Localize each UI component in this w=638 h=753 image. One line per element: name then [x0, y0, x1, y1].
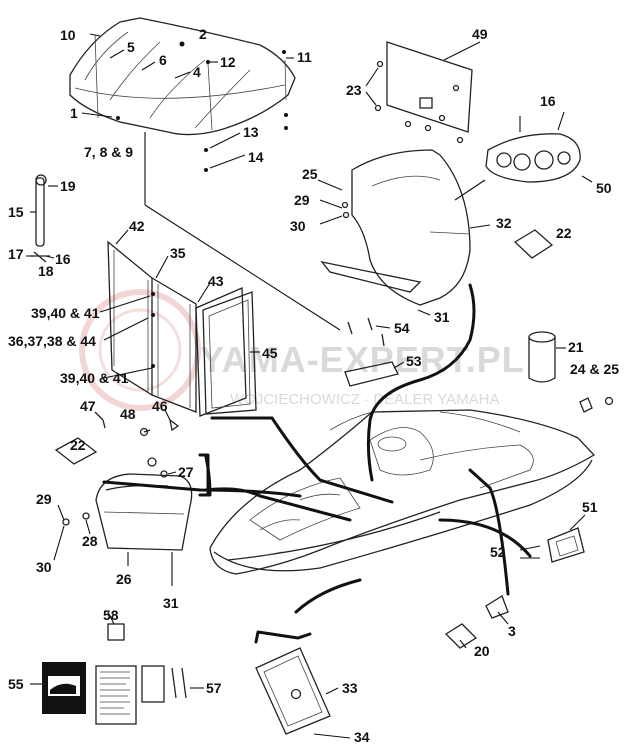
callout-25-console: 25 [302, 166, 318, 182]
callout-29-left: 29 [36, 491, 52, 507]
callout-22-right: 22 [556, 225, 572, 241]
callout-13: 13 [243, 124, 259, 140]
callout-51: 51 [582, 499, 598, 515]
watermark: YAMA-EXPERT.PL WOJCIECHOWICZ · DEALER YA… [79, 289, 524, 411]
callout-24-and-25: 24 & 25 [570, 361, 619, 377]
owners-literature [42, 623, 187, 725]
bimini-pole [30, 174, 50, 263]
callout-31-seat: 31 [163, 595, 179, 611]
callout-16-bezel: 16 [540, 93, 556, 109]
console-screws [347, 317, 385, 347]
callout-35: 35 [170, 245, 186, 261]
callout-31-console: 31 [434, 309, 450, 325]
callout-32: 32 [496, 215, 512, 231]
callout-11: 11 [297, 49, 312, 65]
dash-panel [386, 41, 473, 133]
callout-30-left: 30 [36, 559, 52, 575]
callout-7-8-9: 7, 8 & 9 [84, 144, 133, 160]
cup-holder [528, 331, 556, 383]
callout-42: 42 [129, 218, 145, 234]
callout-36-37-38-44: 36,37,38 & 44 [8, 333, 96, 349]
deck-light [547, 527, 585, 563]
dash-screws [374, 60, 464, 144]
bracket [485, 595, 509, 619]
boat-hull [209, 409, 596, 575]
callout-20: 20 [474, 643, 490, 659]
enclosure-panels [107, 240, 257, 417]
callout-1: 1 [70, 105, 78, 121]
callout-53: 53 [406, 353, 422, 369]
callout-54: 54 [394, 320, 410, 336]
callout-30-console: 30 [290, 218, 306, 234]
callout-55: 55 [8, 676, 24, 692]
callout-52: 52 [490, 544, 506, 560]
callout-26: 26 [116, 571, 132, 587]
decal-sheets [54, 229, 554, 465]
callout-45: 45 [262, 345, 278, 361]
callout-39-40-41-lower: 39,40 & 41 [60, 370, 129, 386]
callout-33: 33 [342, 680, 358, 696]
callout-18: 18 [38, 263, 54, 279]
callout-34: 34 [354, 729, 370, 745]
callout-57: 57 [206, 680, 222, 696]
callout-23: 23 [346, 82, 362, 98]
callout-17: 17 [8, 246, 24, 262]
callout-16-pole: 16 [55, 251, 71, 267]
glove-box [344, 361, 399, 387]
callout-28: 28 [82, 533, 98, 549]
callout-29-console: 29 [294, 192, 310, 208]
callout-6: 6 [159, 52, 167, 68]
callout-47: 47 [80, 398, 96, 414]
callout-46: 46 [152, 398, 168, 414]
watermark-subline: WOJCIECHOWICZ · DEALER YAMAHA [230, 391, 499, 408]
helm-console [320, 149, 471, 306]
callout-15: 15 [8, 204, 24, 220]
callout-14: 14 [248, 149, 264, 165]
callout-3: 3 [508, 623, 516, 639]
callout-labels: 2 10 5 6 4 12 11 1 7, 8 & 9 13 14 19 15 … [8, 26, 619, 745]
fasteners [94, 411, 180, 437]
callout-4: 4 [193, 64, 201, 80]
callout-2: 2 [199, 26, 207, 42]
callout-50: 50 [596, 180, 612, 196]
drain-plug [579, 397, 593, 413]
callout-12: 12 [220, 54, 236, 70]
callout-39-40-41-upper: 39,40 & 41 [31, 305, 100, 321]
gauge-bezel [485, 133, 581, 183]
callout-49: 49 [472, 26, 488, 42]
callout-43: 43 [208, 273, 224, 289]
callout-48: 48 [120, 406, 136, 422]
callout-5: 5 [127, 39, 135, 55]
callout-27: 27 [178, 464, 194, 480]
callout-10: 10 [60, 27, 76, 43]
access-hatch [255, 647, 331, 735]
callout-58: 58 [103, 607, 119, 623]
callout-21: 21 [568, 339, 584, 355]
pad [444, 623, 478, 649]
wiring-harness [102, 283, 532, 644]
callout-19: 19 [60, 178, 76, 194]
callout-22-left: 22 [70, 437, 86, 453]
bimini-top [69, 17, 296, 136]
